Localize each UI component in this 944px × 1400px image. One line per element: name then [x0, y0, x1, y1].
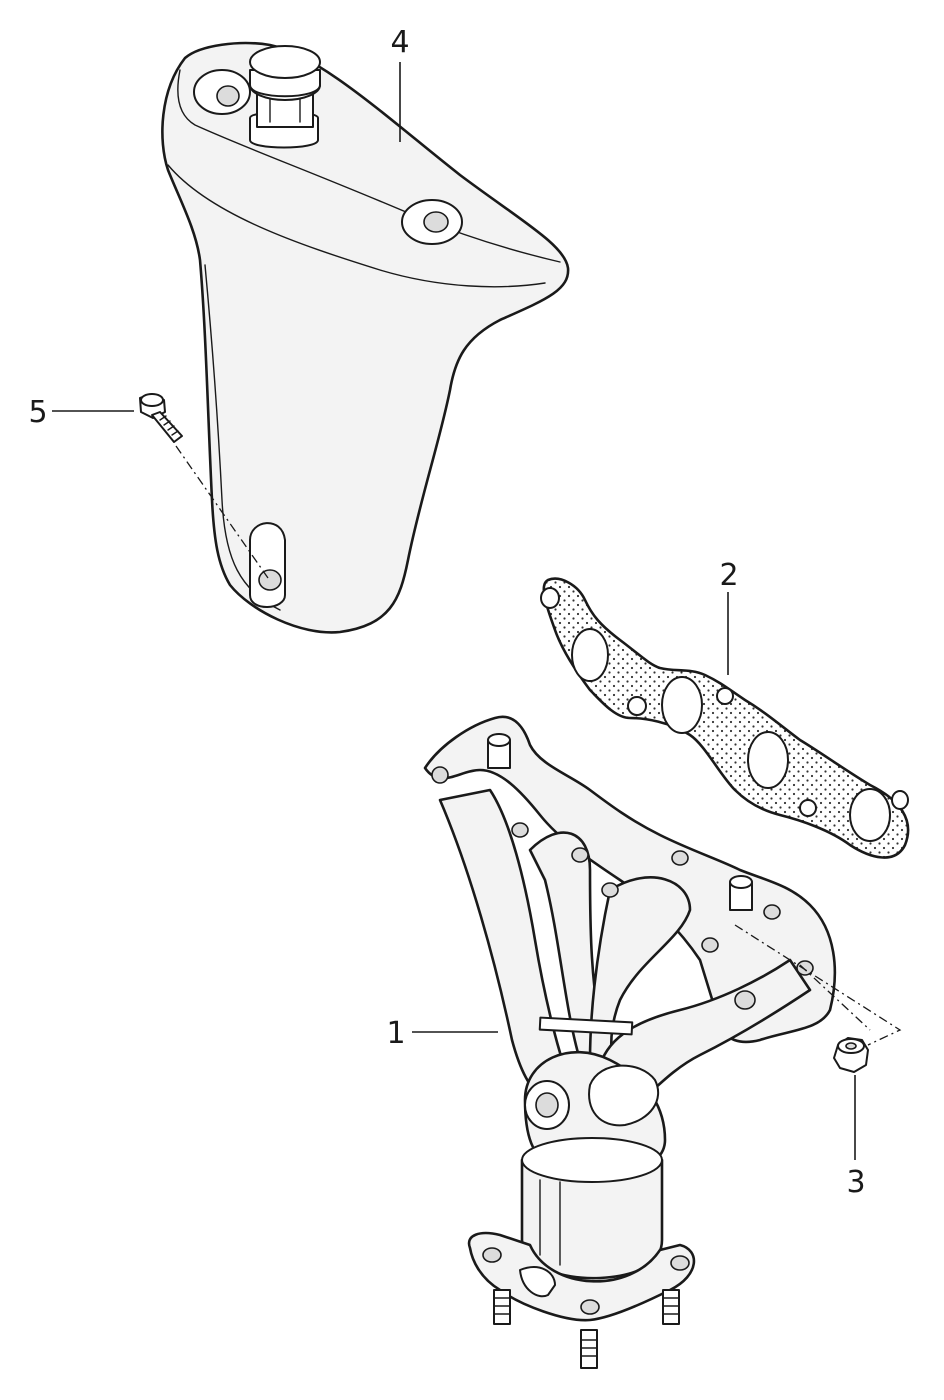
nut-guide-line-2 — [799, 964, 871, 1031]
shield-hole-upper-left — [193, 69, 251, 115]
shield-hole-lower — [249, 522, 286, 608]
flange-stud-right — [729, 875, 753, 911]
outlet-studs — [493, 1289, 680, 1369]
gasket[interactable] — [540, 577, 910, 859]
callout-5: 5 — [28, 395, 47, 430]
nut[interactable] — [833, 1037, 869, 1073]
exhaust-manifold[interactable] — [423, 715, 837, 1369]
callout-4: 4 — [390, 25, 409, 60]
filler-cap — [249, 45, 321, 149]
callout-2: 2 — [719, 558, 738, 593]
callout-1: 1 — [386, 1016, 405, 1051]
flange-stud-left — [487, 733, 511, 769]
shield-hole-right — [401, 199, 463, 245]
callout-3: 3 — [846, 1165, 865, 1200]
nut-guide-line — [734, 924, 902, 1046]
heat-shield[interactable] — [161, 41, 570, 634]
bolt-guide-line — [175, 445, 269, 579]
bolt[interactable] — [139, 393, 183, 443]
